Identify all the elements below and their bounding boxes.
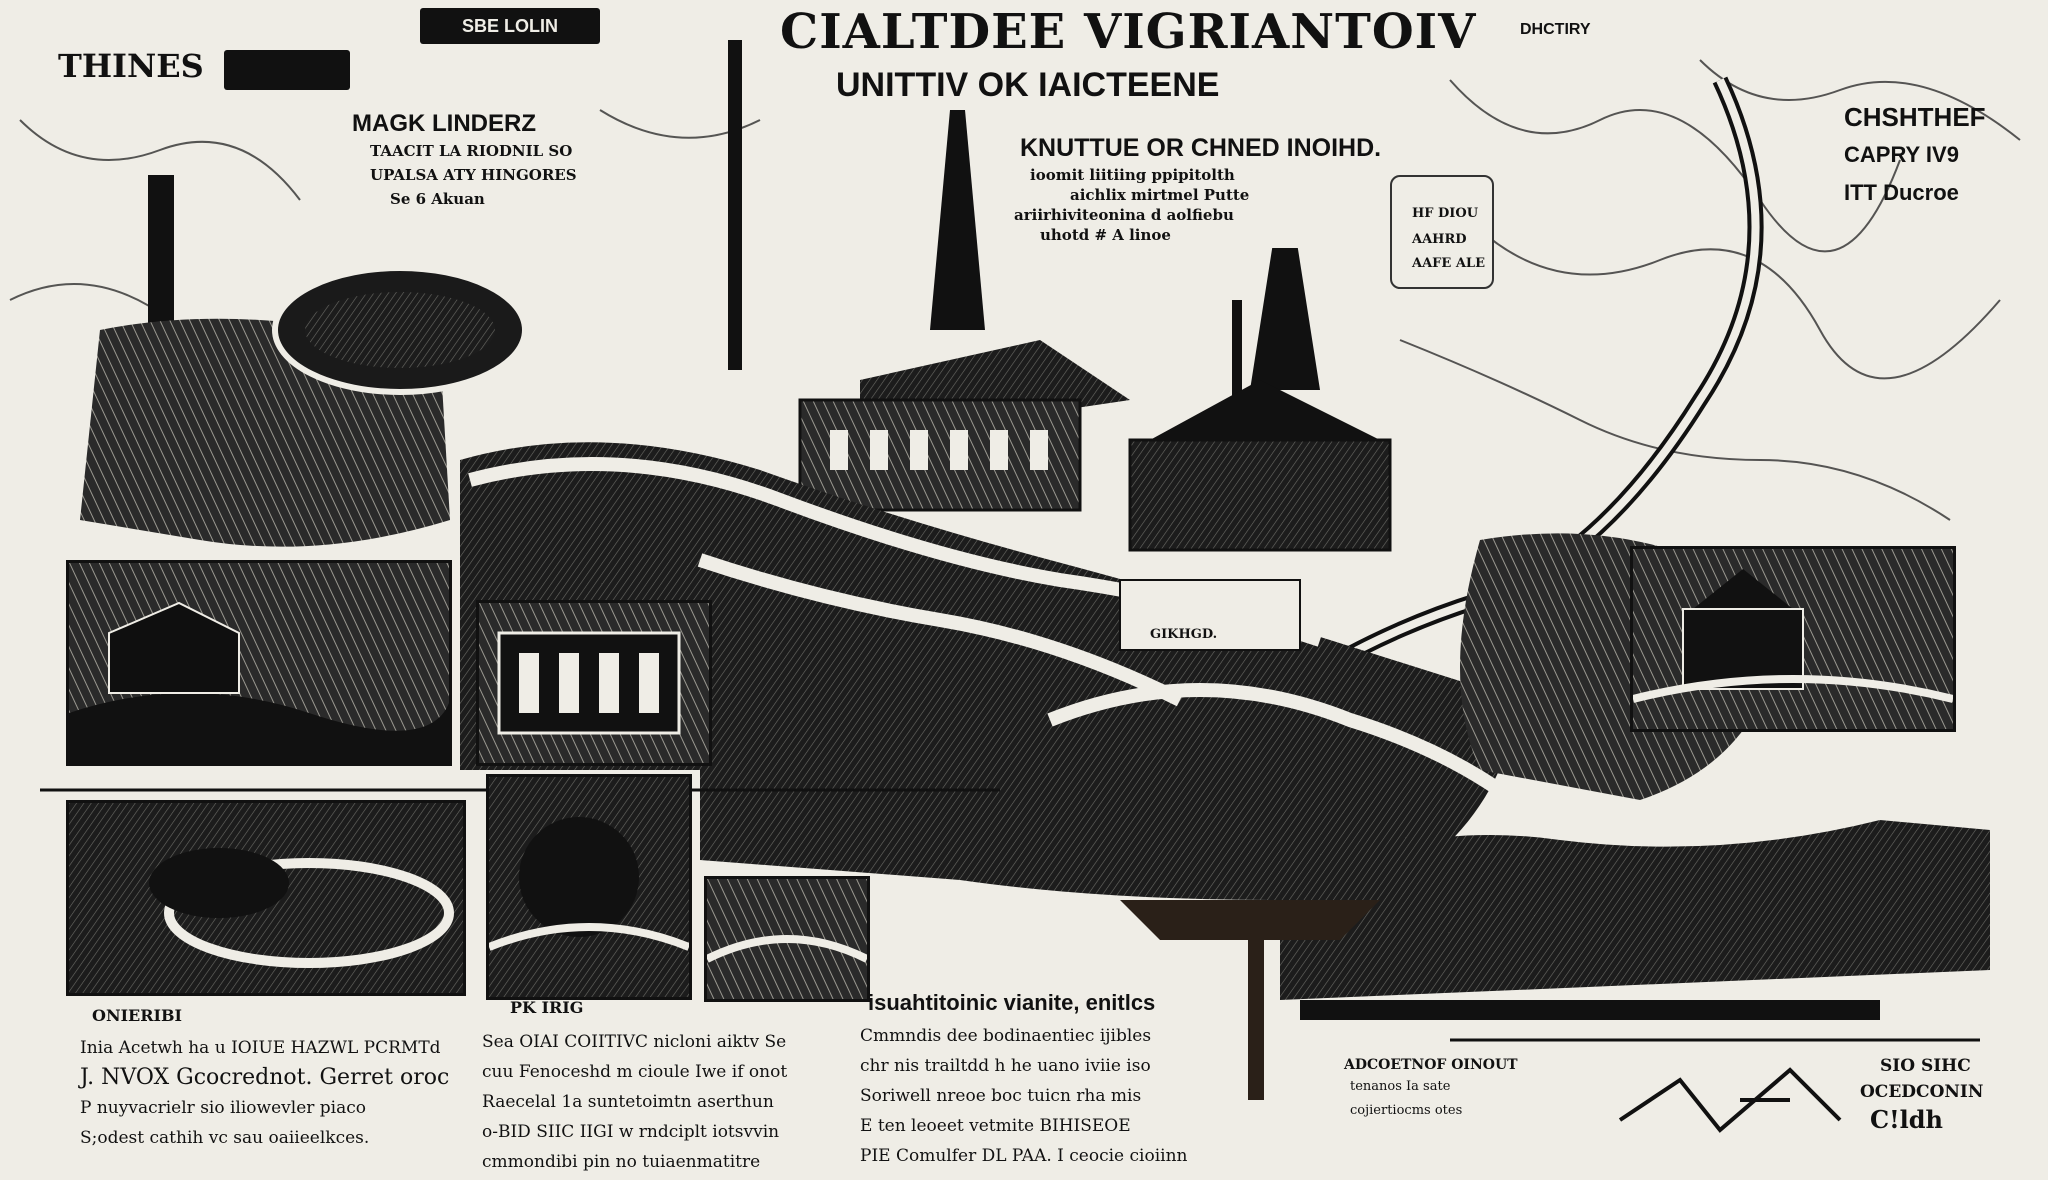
page-subtitle: UNITTIV OK IAICTEENE (836, 66, 1220, 104)
caption-left: ONIERIBI (92, 1006, 183, 1025)
column-line: Cmmndis dee bodinaentiec ijibles (860, 1026, 1152, 1046)
column-line: Raecelal 1a suntetoimtn aserthun (482, 1092, 774, 1112)
column-line: Sea OIAI COIITIVC nicloni aiktv Se (482, 1032, 787, 1052)
caption-middle: PK IRIG (510, 998, 584, 1017)
right-notice-line: ITT Ducroe (1844, 180, 1959, 205)
column-line: chr nis trailtdd h he uano iviie iso (860, 1056, 1151, 1076)
right-card-line: HF DIOU (1412, 206, 1479, 221)
caption-center: isuahtitoinic vianite, enitlcs (868, 990, 1156, 1015)
badge-left (224, 50, 350, 90)
badge-top: SBE LOLIN (420, 8, 600, 44)
right-notice-line: CHSHTHEF (1844, 102, 1986, 132)
column-line: cmmondibi pin no tuiaenmatitre (482, 1152, 761, 1172)
left-notice-line: Se 6 Akuan (390, 190, 485, 208)
photo-right-panel (1630, 546, 1956, 732)
center-notice-line: uhotd # A linoe (1040, 226, 1171, 244)
column-line: P nuyvacrielr sio iliowevler piaco (80, 1098, 366, 1118)
column-line: tenanos Ia sate (1350, 1079, 1451, 1094)
center-notice: KNUTTUE OR CHNED INOIHD. ioomit liitiing… (1000, 128, 1450, 248)
column-line: J. NVOX Gcocrednot. Gerret oroc (80, 1065, 450, 1090)
photo-middle-bottom (486, 774, 692, 1000)
map-illustration (9, 40, 2021, 1133)
column-line: cuu Fenoceshd m cioule Iwe if onot (482, 1062, 788, 1082)
left-notice: MAGK LINDERZ TAACIT LA RIODNIL SO UPALSA… (330, 110, 590, 222)
caption-right-c: OCEDCONIN (1860, 1082, 1984, 1102)
column-line: cojiertiocms otes (1350, 1103, 1463, 1118)
column-line: Inia Acetwh ha u IOIUE HAZWL PCRMTd (80, 1038, 441, 1058)
right-card-line: AAFE ALE (1412, 256, 1485, 271)
map-label: GIKHGD. (1150, 627, 1218, 642)
column-line: S;odest cathih vc sau oaiieelkces. (80, 1128, 370, 1148)
text-column-middle: Sea OIAI COIITIVC nicloni aiktv Se cuu F… (482, 1030, 852, 1180)
right-card: HF DIOU AAHRD AAFE ALE (1390, 175, 1494, 289)
corner-label-left: THINES (58, 47, 204, 85)
left-notice-line: UPALSA ATY HINGORES (370, 166, 577, 184)
text-column-left: Inia Acetwh ha u IOIUE HAZWL PCRMTd J. N… (80, 1036, 480, 1156)
center-notice-line: ariirhiviteonina d aolfiebu (1014, 206, 1234, 224)
right-notice-line: CAPRY IV9 (1844, 142, 1959, 167)
right-notice: CHSHTHEF CAPRY IV9 ITT Ducroe (1830, 100, 2000, 230)
caption-right-b: SIO SIHC (1880, 1056, 1971, 1076)
column-line: o-BID SIIC IIGI w rndciplt iotsvvin (482, 1122, 780, 1142)
photo-left-top (66, 560, 452, 766)
column-line: Soriwell nreoe boc tuicn rha mis (860, 1086, 1142, 1106)
text-column-center: Cmmndis dee bodinaentiec ijibles chr nis… (860, 1024, 1230, 1174)
left-notice-heading: MAGK LINDERZ (352, 110, 536, 137)
center-notice-heading: KNUTTUE OR CHNED INOIHD. (1020, 134, 1382, 162)
center-notice-line: ioomit liitiing ppipitolth (1030, 166, 1235, 184)
right-card-line: AAHRD (1412, 232, 1467, 247)
page-title: CIALTDEE VIGRIANTOIV (780, 4, 1477, 60)
photo-center-bottom (704, 876, 870, 1002)
center-notice-line: aichlix mirtmel Putte (1070, 186, 1250, 204)
column-line: E ten leoeet vetmite BIHISEOE (860, 1116, 1131, 1136)
column-line: PIE Comulfer DL PAA. I ceocie cioiinn (860, 1146, 1188, 1166)
corner-label-right: DHCTIRY (1520, 21, 1591, 38)
left-notice-line: TAACIT LA RIODNIL SO (370, 142, 573, 160)
photo-left-bottom (66, 800, 466, 996)
caption-right-a: ADCOETNOF OINOUT (1344, 1057, 1518, 1073)
photo-middle-top (476, 600, 712, 766)
text-column-right: tenanos Ia sate cojiertiocms otes (1350, 1078, 1570, 1126)
caption-right-d: C!ldh (1870, 1105, 1943, 1134)
